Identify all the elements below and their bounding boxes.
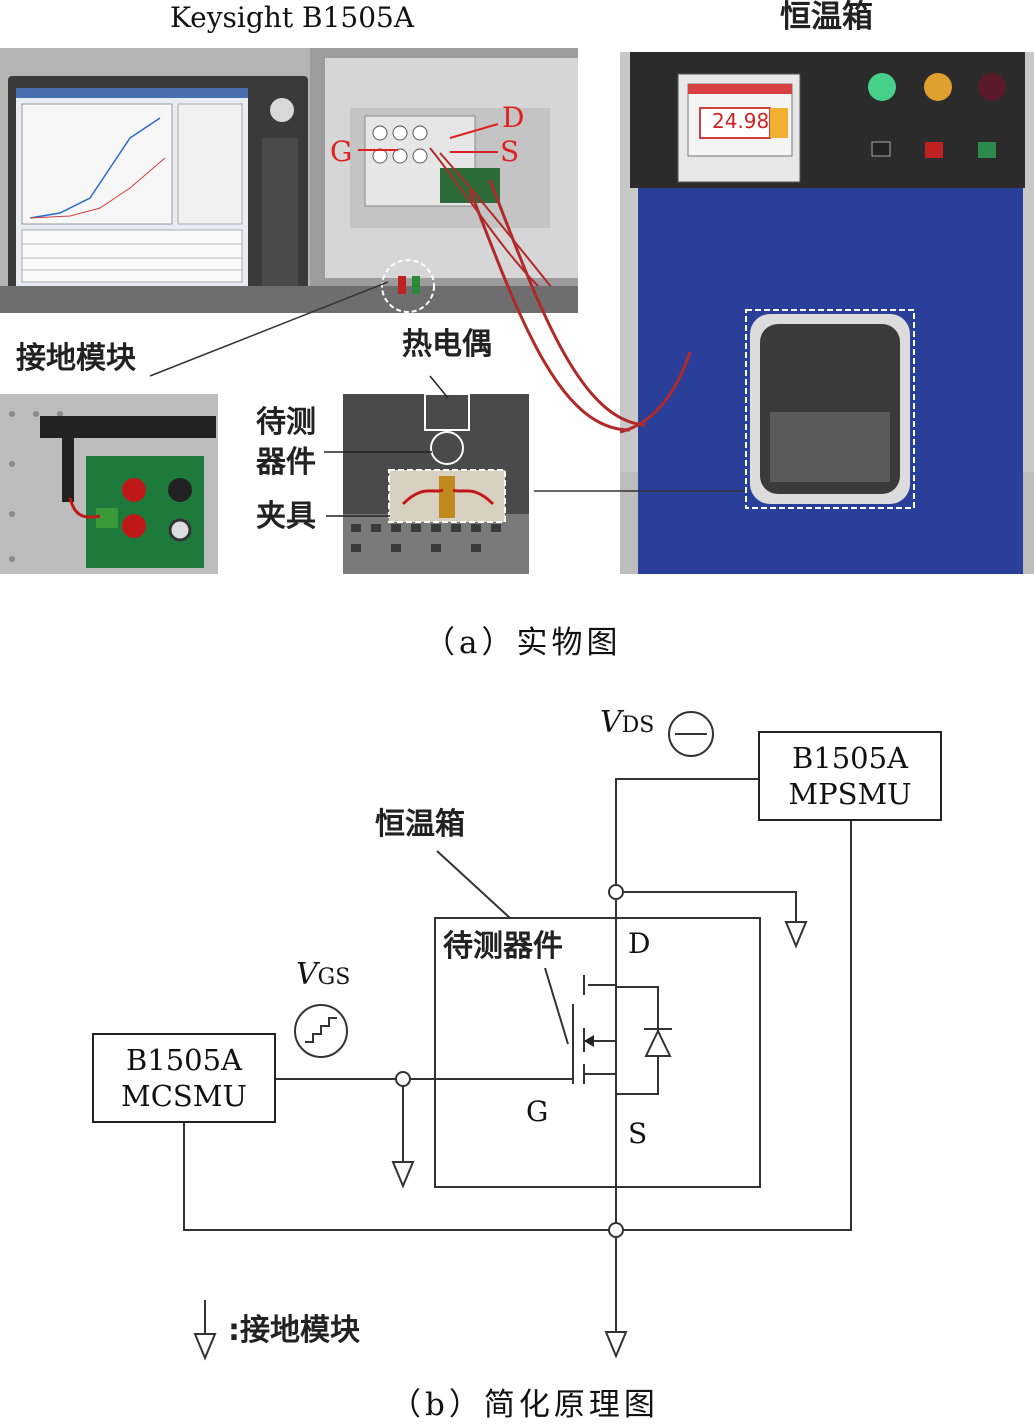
- mcsmu-line1: B1505A: [125, 1042, 243, 1077]
- fixture-photo: [343, 394, 529, 574]
- pin-s-label: S: [628, 1117, 648, 1150]
- terminal-s-label: S: [500, 135, 520, 168]
- mcsmu-line2: MCSMU: [121, 1079, 247, 1113]
- ground-module-label: 接地模块: [16, 341, 136, 376]
- dut-label-line1: 待测: [256, 405, 316, 440]
- schematic-chamber-label: 恒温箱: [375, 807, 465, 842]
- dut-label-line2: 器件: [256, 445, 316, 480]
- vds-subscript: DS: [621, 713, 655, 738]
- schematic-dut-label: 待测器件: [443, 929, 563, 964]
- thermocouple-label: 热电偶: [402, 327, 492, 362]
- vgs-subscript: GS: [317, 965, 351, 990]
- mpsmu-line1: B1505A: [791, 740, 909, 775]
- mosfet-arrow: [584, 1035, 594, 1047]
- pin-d-label: D: [628, 927, 651, 960]
- vgs-label: VGS: [296, 960, 350, 990]
- instrument-title: Keysight B1505A: [170, 1, 415, 34]
- pin-g-label: G: [526, 1095, 549, 1128]
- vds-label: VDS: [600, 708, 654, 738]
- ground-module-photo: [0, 394, 218, 574]
- mpsmu-line2: MPSMU: [788, 777, 912, 811]
- cable-lines: [468, 180, 646, 432]
- vds-symbol: V: [600, 705, 622, 740]
- instrument-photo: [0, 48, 578, 313]
- terminal-arrows: [358, 123, 499, 153]
- chamber-display-value: 24.98: [712, 109, 770, 133]
- legend-label: :接地模块: [228, 1313, 360, 1348]
- chamber-photo: [620, 52, 1034, 574]
- caption-a: （a）实物图: [424, 625, 622, 661]
- ground-module-leader: [149, 281, 745, 492]
- terminal-d-label: D: [502, 101, 525, 134]
- caption-b: （b）简化原理图: [390, 1387, 659, 1423]
- mcsmu-box: B1505A MCSMU: [92, 1033, 276, 1123]
- mpsmu-box: B1505A MPSMU: [758, 731, 942, 821]
- dut-leaders: [324, 375, 449, 517]
- terminal-g-label: G: [330, 135, 353, 168]
- vgs-symbol: V: [296, 957, 318, 992]
- fixture-label: 夹具: [256, 499, 316, 534]
- chamber-title: 恒温箱: [780, 0, 873, 35]
